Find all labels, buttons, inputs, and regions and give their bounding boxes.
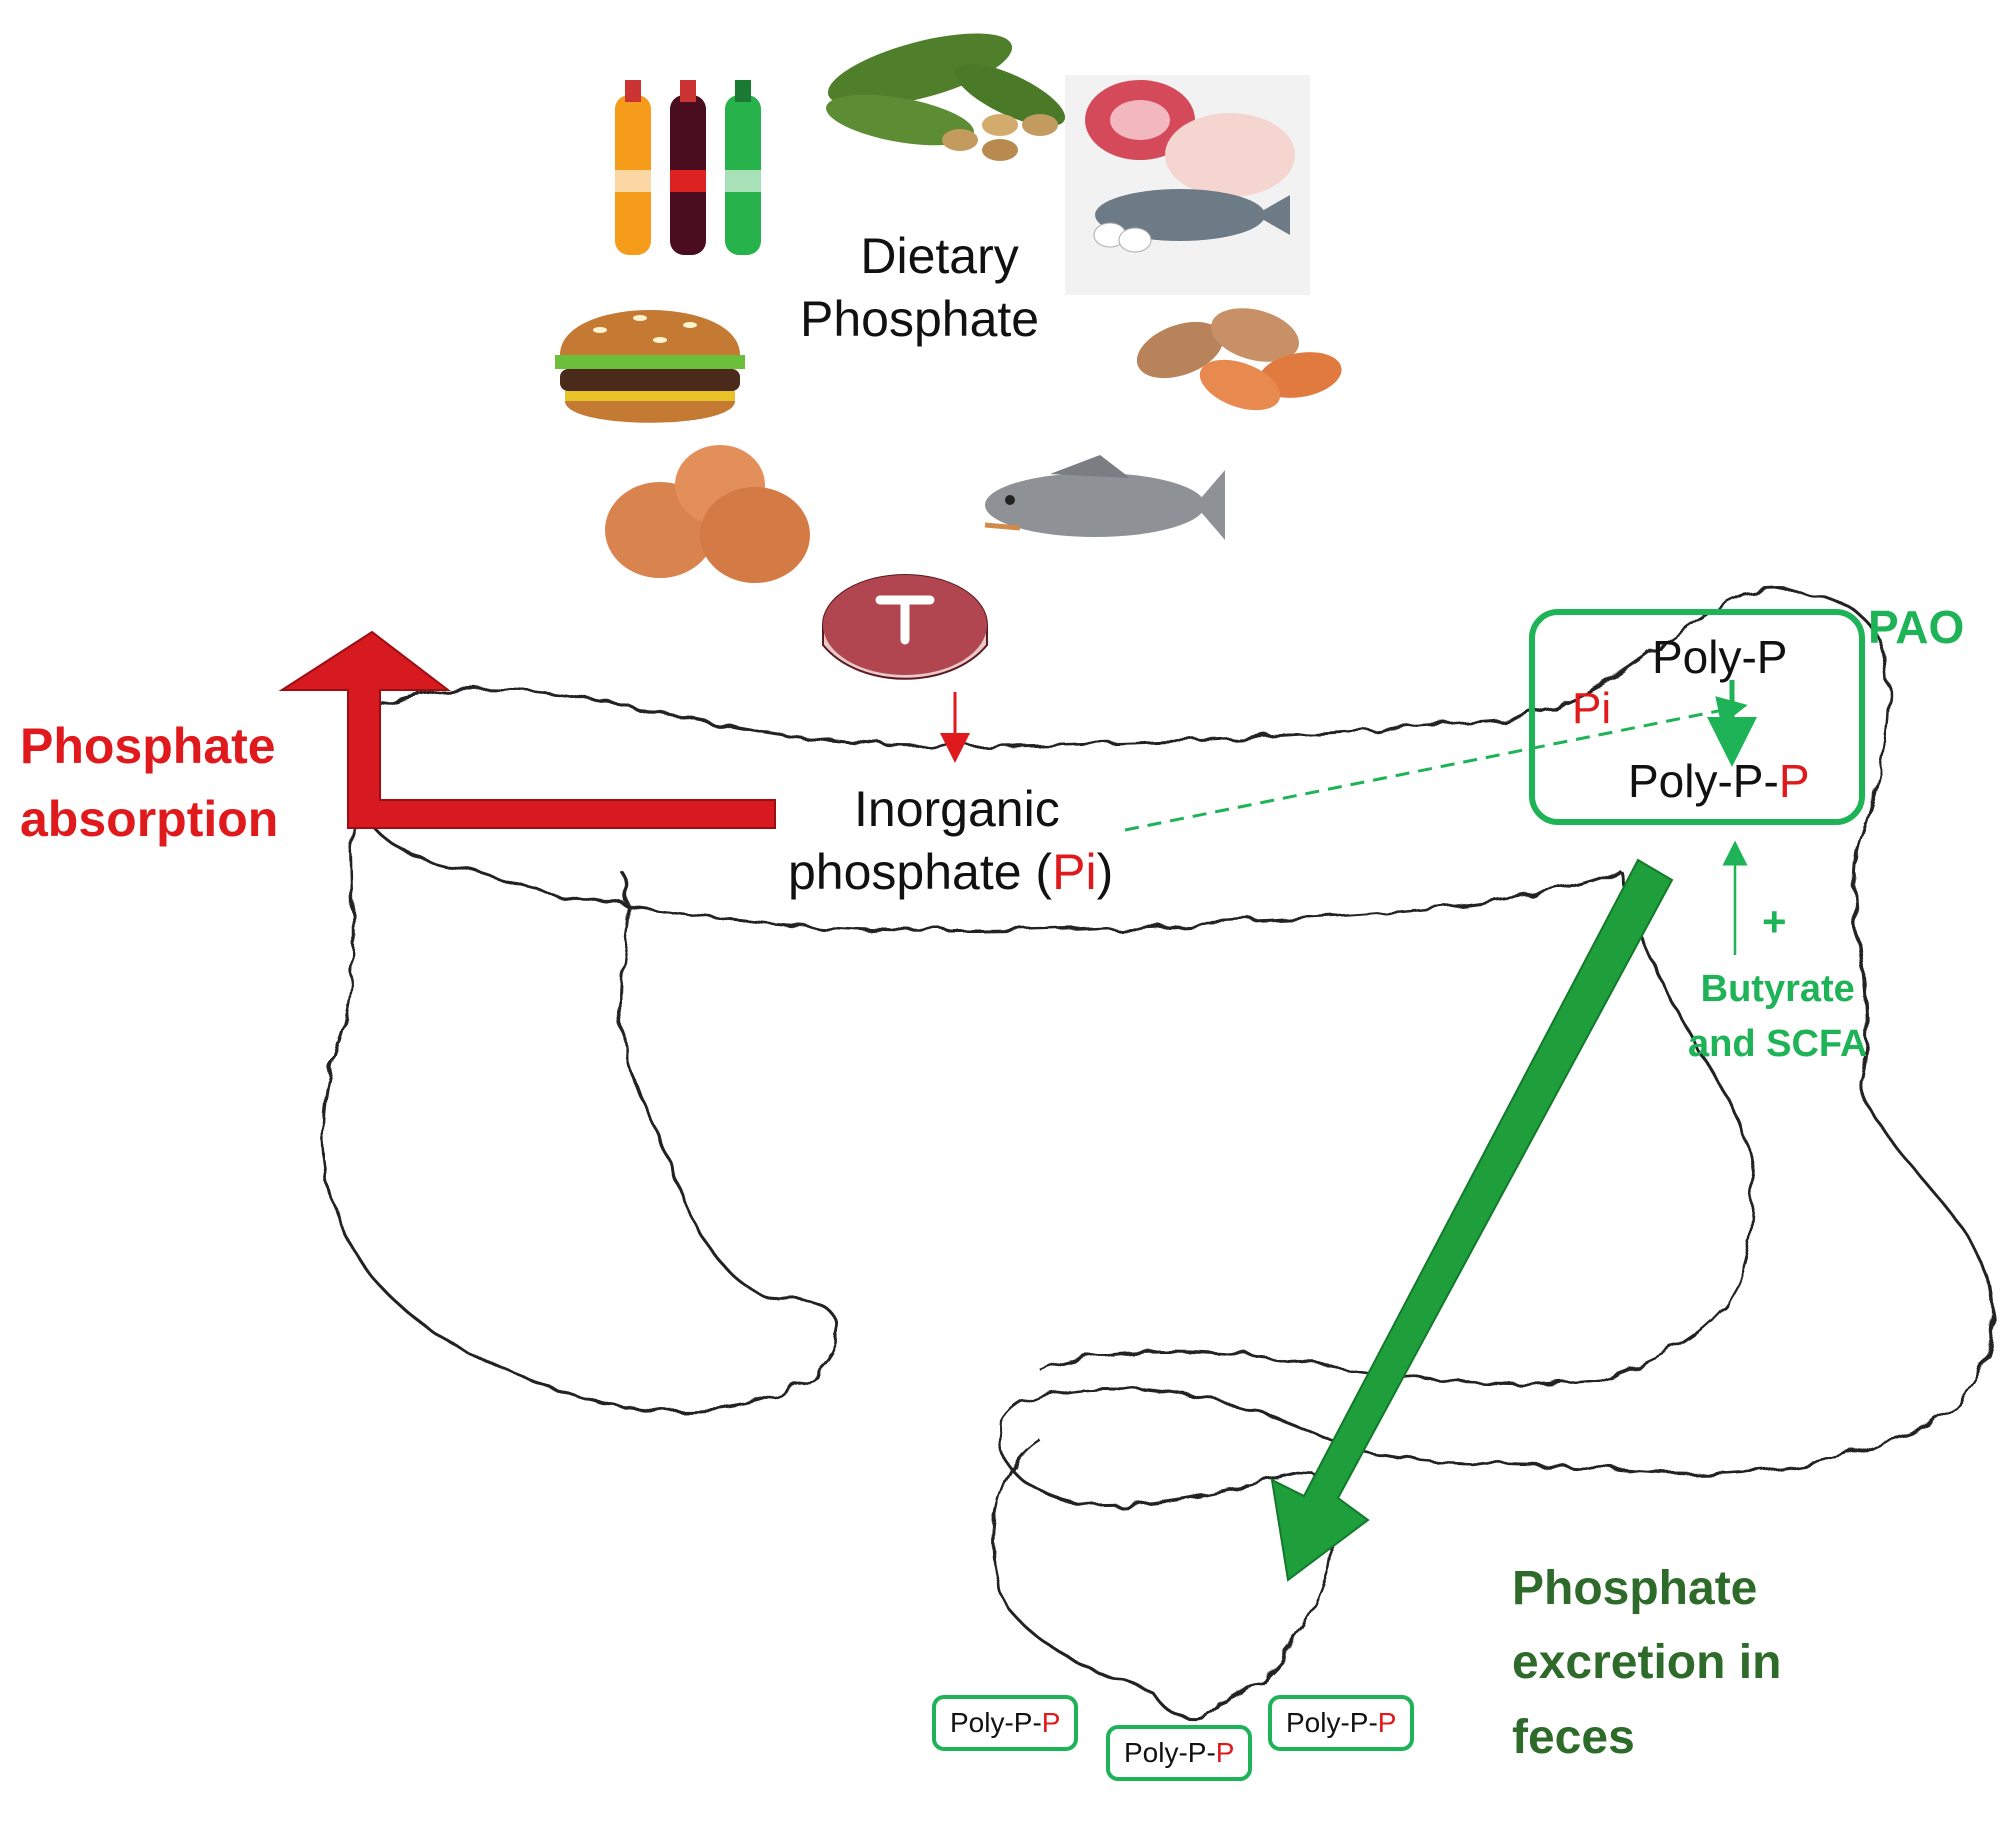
meat-poultry-fish-icon	[1065, 75, 1310, 295]
poly-p-p-label: Poly-P-P	[1628, 754, 1810, 808]
burger-icon	[555, 310, 745, 423]
inorganic-line2-prefix: phosphate (	[788, 843, 1053, 900]
absorption-arrow	[278, 630, 776, 829]
excretion-line1: Phosphate	[1512, 1562, 1758, 1615]
poly-p-label: Poly-P	[1652, 631, 1788, 683]
poly-p-p-prefix: Poly-P-	[1628, 755, 1779, 807]
chip-suffix: P	[1377, 1707, 1397, 1738]
colon-outline	[321, 588, 1996, 1721]
feces-polyp-chip: Poly-P-P	[1106, 1725, 1253, 1781]
pi-to-pao-dashed-arrow	[1124, 696, 1748, 832]
pao-label: PAO	[1868, 601, 1965, 653]
absorption-line1: Phosphate	[20, 718, 276, 774]
almonds-icon	[1136, 308, 1342, 411]
inorganic-line2-suffix: )	[1096, 843, 1114, 900]
fish-icon	[984, 455, 1225, 540]
chip-prefix: Poly-P-	[950, 1707, 1042, 1738]
dietary-phosphate-label: Dietary Phosphate	[800, 225, 1039, 350]
feces-polyp-chip: Poly-P-P	[932, 1695, 1079, 1751]
feces-polyp-chip: Poly-P-P	[1268, 1695, 1415, 1751]
excretion-line2: excretion in	[1512, 1636, 1782, 1690]
dietary-label-line2: Phosphate	[800, 290, 1040, 347]
inorganic-line2: phosphate (Pi)	[788, 841, 1113, 904]
excretion-arrow	[1270, 858, 1674, 1582]
inorganic-line1: Inorganic	[854, 781, 1060, 837]
excretion-line3: feces	[1512, 1710, 1635, 1764]
chip-prefix: Poly-P-	[1286, 1707, 1378, 1738]
inorganic-pi: Pi	[1052, 843, 1097, 900]
dietary-label-line1: Dietary	[860, 228, 1019, 284]
butyrate-label: Butyrate and SCFA	[1688, 962, 1867, 1072]
soda-bottles-icon	[615, 80, 761, 255]
absorption-line2: absorption	[20, 790, 279, 847]
poly-p-p-suffix: P	[1778, 755, 1810, 807]
eggs-icon	[605, 445, 810, 583]
inorganic-phosphate-label: Inorganic phosphate (Pi)	[788, 778, 1113, 903]
chip-suffix: P	[1215, 1737, 1235, 1768]
steak-icon	[822, 574, 988, 680]
pao-pi-label: Pi	[1572, 684, 1612, 733]
butyrate-plus: +	[1762, 898, 1787, 945]
chip-suffix: P	[1041, 1707, 1061, 1738]
butyrate-line1: Butyrate	[1700, 968, 1855, 1010]
beans-icon	[826, 33, 1066, 161]
pao-box	[1529, 609, 1865, 825]
phosphate-absorption-label: Phosphate absorption	[20, 710, 278, 855]
phosphate-excretion-label: Phosphate excretion in feces	[1512, 1552, 1781, 1775]
butyrate-line2: and SCFA	[1688, 1023, 1868, 1066]
chip-prefix: Poly-P-	[1124, 1737, 1216, 1768]
